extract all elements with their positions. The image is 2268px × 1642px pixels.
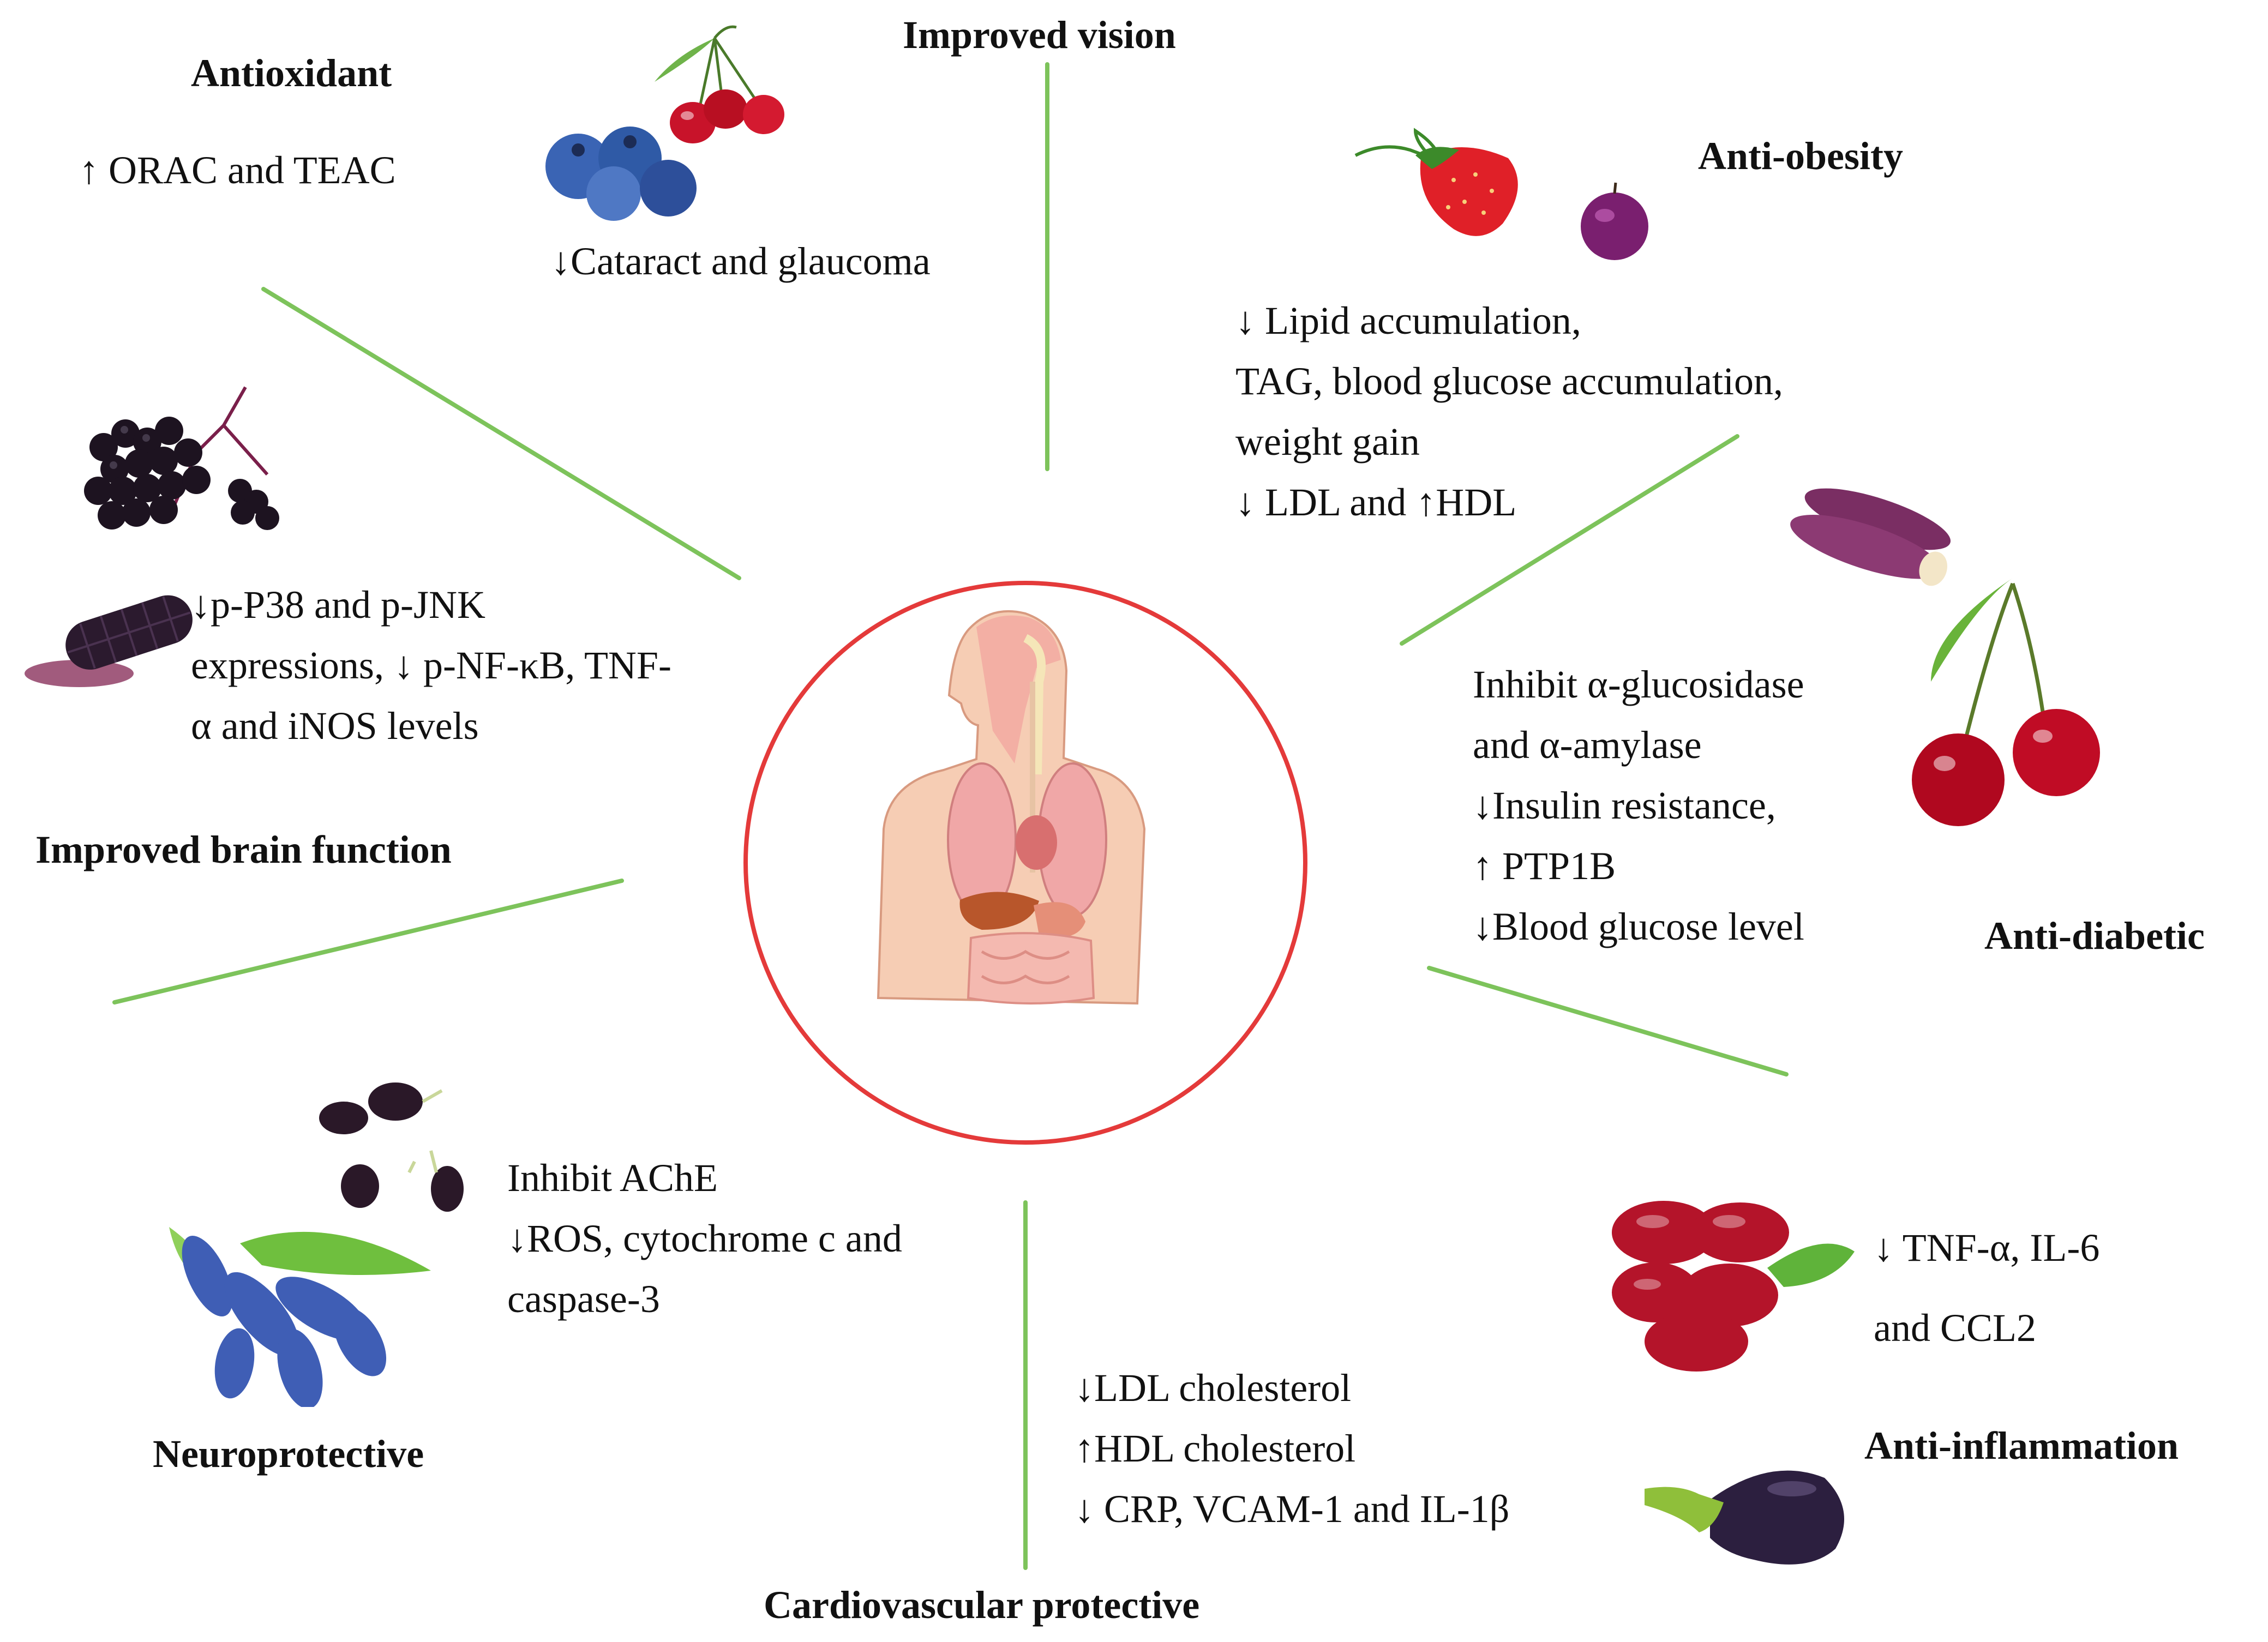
diabetic-line-5: ↓Blood glucose level (1473, 905, 1804, 948)
cornelian-cherry-cluster-icon (1612, 1201, 1855, 1372)
obesity-line-1: ↓ Lipid accumulation, (1235, 299, 1581, 342)
cherry-icon (1912, 578, 2100, 826)
inflammation-text: ↓ TNF-α, IL-6 and CCL2 (1874, 1208, 2099, 1368)
brain-line-3: α and iNOS levels (191, 704, 479, 748)
connector-antioxidant (261, 287, 741, 580)
eggplant-icon (1645, 1470, 1844, 1565)
cardio-line-2: ↑HDL cholesterol (1075, 1427, 1356, 1470)
elderberry-icon (84, 386, 279, 530)
obesity-line-3: weight gain (1235, 420, 1420, 464)
cornelian-cherry-icon (655, 25, 784, 143)
inflammation-line-1: ↓ TNF-α, IL-6 (1874, 1226, 2100, 1270)
diabetic-line-2: and α-amylase (1473, 723, 1702, 767)
brain-title: Improved brain function (35, 828, 452, 871)
antioxidant-title: Antioxidant (191, 51, 392, 95)
connector-obesity (1400, 434, 1739, 646)
antioxidant-text: ↑ ORAC and TEAC (79, 140, 396, 201)
diabetic-line-4: ↑ PTP1B (1473, 844, 1616, 888)
connector-brain (112, 879, 624, 1005)
diabetic-line-3: ↓Insulin resistance, (1473, 784, 1776, 827)
brain-line-2: expressions, ↓ p-NF-κB, TNF- (191, 643, 671, 687)
neuro-line-3: caspase-3 (507, 1277, 660, 1321)
plum-icon (1581, 182, 1648, 260)
diabetic-line-1: Inhibit α-glucosidase (1473, 663, 1804, 706)
antioxidant-line-1: ↑ ORAC and TEAC (79, 148, 396, 192)
vision-text: ↓Cataract and glaucoma (551, 231, 931, 292)
mulberry-icon (319, 1082, 464, 1212)
brain-text: ↓p-P38 and p-JNK expressions, ↓ p-NF-κB,… (191, 575, 671, 756)
neuro-text: Inhibit AChE ↓ROS, cytochrome c and casp… (507, 1148, 902, 1330)
cardio-title: Cardiovascular protective (764, 1583, 1200, 1627)
human-body-icon (877, 610, 1146, 1005)
purple-sweet-potato-icon (1790, 488, 1951, 586)
cardio-line-1: ↓LDL cholesterol (1075, 1366, 1352, 1410)
strawberry-icon (1354, 128, 1518, 236)
inflammation-title: Anti-inflammation (1864, 1424, 2179, 1467)
connector-diabetic (1427, 966, 1789, 1076)
cardio-line-3: ↓ CRP, VCAM-1 and IL-1β (1075, 1487, 1510, 1531)
vision-line-1: ↓Cataract and glaucoma (551, 239, 931, 283)
neuro-line-1: Inhibit AChE (507, 1156, 718, 1200)
vision-title: Improved vision (903, 13, 1176, 57)
neuro-title: Neuroprotective (153, 1432, 424, 1476)
diabetic-title: Anti-diabetic (1984, 914, 2205, 958)
obesity-line-4: ↓ LDL and ↑HDL (1235, 480, 1517, 524)
honeysuckle-berry-icon (169, 1227, 431, 1407)
obesity-line-2: TAG, blood glucose accumulation, (1235, 359, 1783, 403)
cardio-text: ↓LDL cholesterol ↑HDL cholesterol ↓ CRP,… (1075, 1358, 1509, 1539)
brain-line-1: ↓p-P38 and p-JNK (191, 583, 485, 627)
diabetic-text: Inhibit α-glucosidase and α-amylase ↓Ins… (1473, 654, 1804, 957)
obesity-text: ↓ Lipid accumulation, TAG, blood glucose… (1235, 291, 1783, 533)
blueberry-icon (545, 127, 697, 221)
neuro-line-2: ↓ROS, cytochrome c and (507, 1217, 902, 1260)
purple-corn-icon (25, 595, 193, 687)
obesity-title: Anti-obesity (1698, 134, 1903, 178)
inflammation-line-2: and CCL2 (1874, 1306, 2036, 1350)
